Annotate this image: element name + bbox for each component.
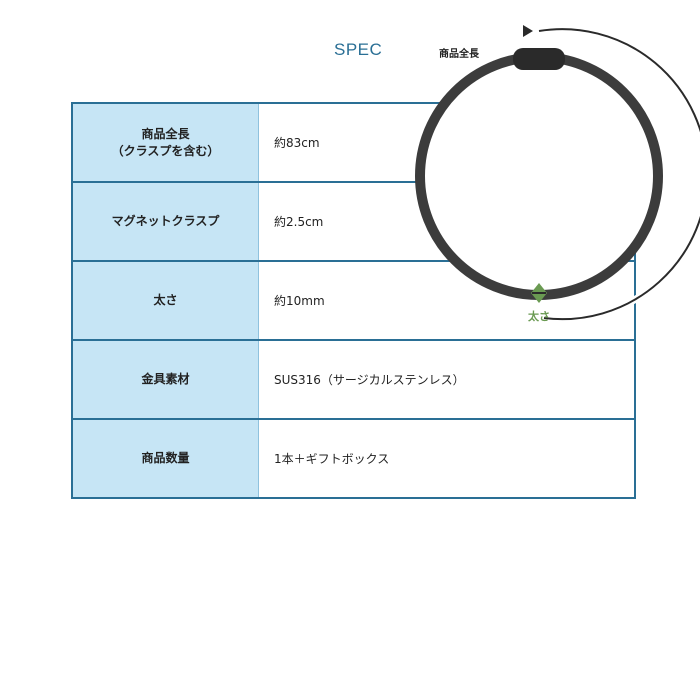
- row-value-material: SUS316（サージカルステンレス）: [258, 339, 635, 420]
- row-value-quantity: 1本＋ギフトボックス: [258, 418, 635, 499]
- thickness-label: 太さ: [528, 310, 550, 323]
- clasp-icon: [513, 48, 565, 70]
- table-row: 商品数量 1本＋ギフトボックス: [72, 418, 635, 499]
- row-label-line: マグネットクラスプ: [111, 214, 220, 228]
- row-label-line: 金具素材: [141, 372, 190, 386]
- row-label-material: 金具素材: [72, 339, 259, 420]
- row-label-thickness: 太さ: [72, 260, 259, 341]
- spec-title: SPEC: [334, 40, 383, 59]
- row-label-clasp: マグネットクラスプ: [72, 181, 259, 262]
- row-label-total-length: 商品全長 （クラスプを含む）: [72, 102, 259, 183]
- row-label-line: 商品全長: [141, 126, 190, 141]
- necklace-inner-fill: [419, 56, 659, 296]
- table-row: 金具素材 SUS316（サージカルステンレス）: [72, 339, 635, 420]
- row-label-line: （クラスプを含む）: [111, 143, 220, 158]
- table-row: 太さ 約10mm: [72, 260, 635, 341]
- length-label: 商品全長: [439, 49, 479, 60]
- row-label-line: 太さ: [153, 293, 178, 307]
- row-label-line: 商品数量: [141, 451, 190, 465]
- length-arc: [538, 28, 700, 321]
- arrow-head-icon: [523, 25, 533, 37]
- row-label-quantity: 商品数量: [72, 418, 259, 499]
